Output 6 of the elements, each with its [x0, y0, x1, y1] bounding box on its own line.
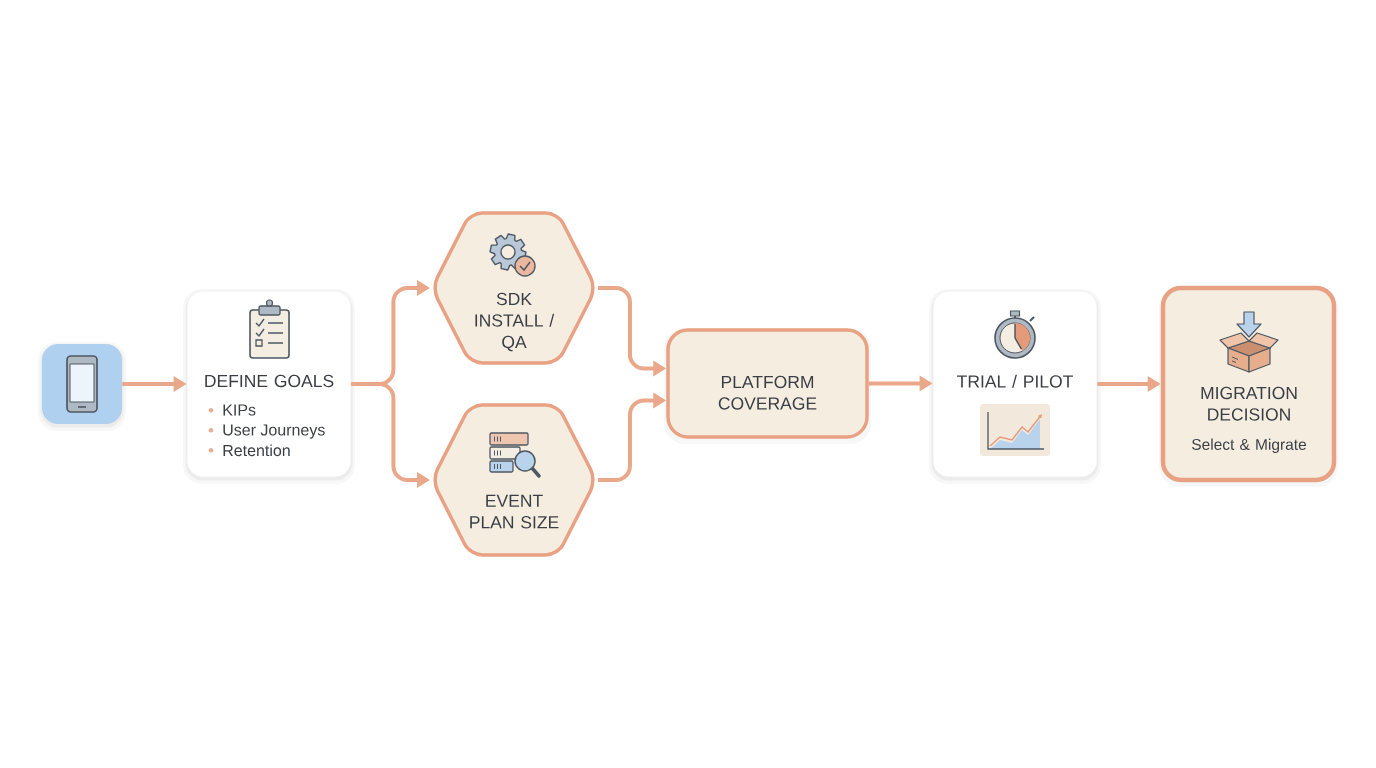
decision-box: MIGRATION DECISION Select & Migrate — [1159, 285, 1338, 487]
process-box: PLATFORM COVERAGE — [664, 328, 871, 444]
process-hexagon: SDK INSTALL / QA — [433, 211, 595, 365]
phone-icon — [38, 342, 126, 431]
process-card: DEFINE GOALS KIPs User Journeys Retention — [183, 289, 355, 484]
process-hexagon: EVENT PLAN SIZE — [433, 403, 595, 557]
